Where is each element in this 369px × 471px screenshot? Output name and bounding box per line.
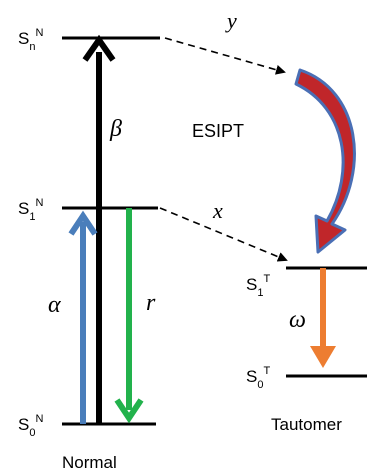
label-omega: ω xyxy=(289,307,306,333)
label-s1-tautomer: S1T xyxy=(246,273,270,299)
label-s0-tautomer: S0T xyxy=(246,365,270,391)
label-beta: β xyxy=(109,116,122,142)
label-alpha: α xyxy=(48,292,61,318)
label-normal: Normal xyxy=(62,453,117,471)
esipt-curved-arrow xyxy=(294,68,356,254)
label-sn-normal: SnN xyxy=(18,27,43,53)
label-s0-normal: S0N xyxy=(18,413,43,439)
r-emission-arrow xyxy=(114,208,144,424)
x-dashed-arrow xyxy=(159,207,288,262)
label-esipt: ESIPT xyxy=(192,121,244,141)
label-x: x xyxy=(212,198,223,223)
label-s1-normal: S1N xyxy=(18,197,43,223)
omega-emission-arrow xyxy=(310,268,336,368)
label-y: y xyxy=(225,8,237,33)
label-r: r xyxy=(146,290,156,316)
alpha-absorption-arrow xyxy=(68,210,98,424)
label-tautomer: Tautomer xyxy=(271,415,342,434)
y-dashed-arrow xyxy=(164,37,286,75)
beta-excitation-arrow xyxy=(82,34,116,424)
